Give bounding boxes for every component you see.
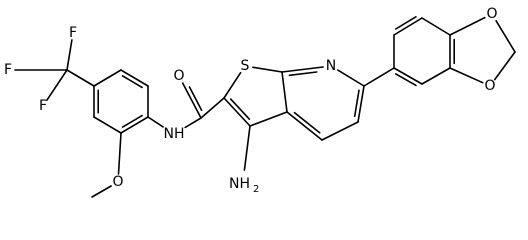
double-bond-line <box>120 69 149 87</box>
double-bond-line <box>281 66 324 73</box>
single-bond <box>493 51 516 81</box>
single-bond <box>93 116 122 134</box>
single-bond <box>421 17 451 36</box>
single-bond <box>363 67 395 87</box>
single-bond <box>200 97 225 119</box>
double-bond-line <box>393 67 423 85</box>
dioxole-oxygen-bottom-label: O <box>484 78 495 94</box>
double-bond-inner-line <box>121 114 143 128</box>
bond-layer <box>14 15 516 198</box>
fluorine-label-bottom: F <box>39 98 47 114</box>
fluorine-label-top: F <box>69 25 77 41</box>
single-bond <box>249 111 288 127</box>
double-bond-inner-line <box>293 111 321 134</box>
double-bond-line <box>223 97 251 127</box>
single-bond <box>336 69 365 87</box>
molecule-structure: F F F O S N NH NH 2 O O O <box>4 6 516 198</box>
double-bond-inner-line <box>188 86 203 111</box>
carbonyl-oxygen-label: O <box>173 68 184 84</box>
single-bond <box>223 71 242 99</box>
ring-nitrogen-label: N <box>326 58 336 74</box>
single-bond <box>449 16 486 36</box>
double-bond-inner-line <box>394 15 417 30</box>
double-bond-line <box>181 82 202 119</box>
single-bond <box>281 71 288 113</box>
single-bond <box>449 67 484 84</box>
amide-nh-label: NH <box>164 126 185 142</box>
single-bond <box>252 66 283 73</box>
double-bond-line <box>286 111 323 141</box>
methoxy-oxygen-label: O <box>112 174 123 190</box>
double-bond-inner-line <box>353 89 360 118</box>
single-bond <box>184 117 202 129</box>
double-bond-inner-line <box>121 75 143 89</box>
amino-subscript-label: 2 <box>253 184 259 195</box>
single-bond <box>117 132 122 175</box>
single-bond <box>321 121 359 141</box>
single-bond <box>421 67 451 85</box>
single-bond <box>46 69 68 101</box>
double-bond-line <box>120 116 149 134</box>
double-bond-inner-line <box>288 71 318 77</box>
dioxole-oxygen-top-label: O <box>486 6 497 22</box>
amino-group-label: NH 2 <box>229 176 259 195</box>
double-bond-inner-line <box>394 73 417 87</box>
single-bond <box>91 185 112 198</box>
single-bond <box>93 69 122 87</box>
amino-nh-label: NH <box>229 176 250 192</box>
single-bond <box>66 69 95 87</box>
double-bond-inner-line <box>229 98 251 120</box>
single-bond <box>147 116 164 128</box>
fluorine-label-left: F <box>4 62 12 78</box>
single-bond <box>495 19 516 53</box>
sulfur-label: S <box>241 58 250 74</box>
double-bond-line <box>393 17 423 36</box>
double-bond-line <box>357 85 365 123</box>
single-bond <box>66 39 73 71</box>
single-bond <box>243 125 251 171</box>
